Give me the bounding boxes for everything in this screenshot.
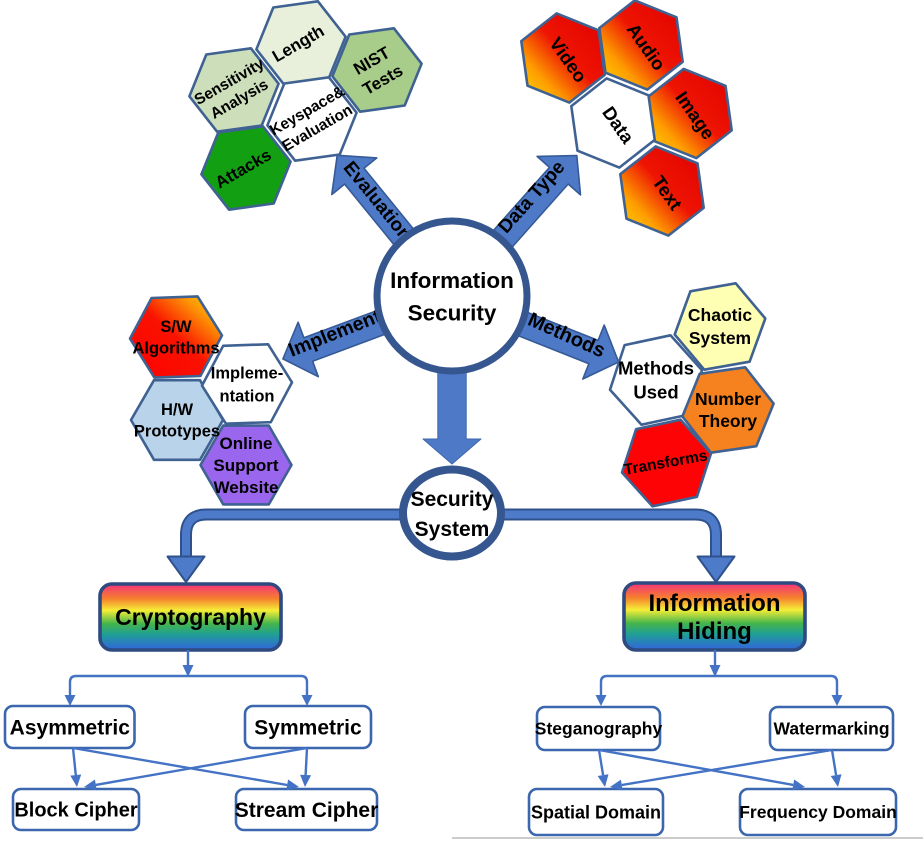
svg-text:H/W: H/W xyxy=(161,401,194,419)
svg-text:Information: Information xyxy=(649,590,781,617)
svg-text:Spatial Domain: Spatial Domain xyxy=(531,802,661,822)
svg-text:Number: Number xyxy=(695,389,761,409)
svg-text:Asymmetric: Asymmetric xyxy=(10,716,131,739)
svg-text:Online: Online xyxy=(220,434,273,453)
svg-text:Used: Used xyxy=(633,382,678,403)
svg-text:Methods: Methods xyxy=(618,358,694,379)
svg-text:Algorithms: Algorithms xyxy=(132,340,219,358)
svg-text:Security: Security xyxy=(411,488,494,511)
svg-text:System: System xyxy=(415,518,490,541)
svg-text:Frequency Domain: Frequency Domain xyxy=(739,802,897,822)
svg-text:Prototypes: Prototypes xyxy=(134,423,220,441)
svg-text:Impleme-: Impleme- xyxy=(211,364,283,382)
svg-text:Stream Cipher: Stream Cipher xyxy=(235,799,379,822)
svg-text:Theory: Theory xyxy=(699,411,758,431)
svg-text:Chaotic: Chaotic xyxy=(688,305,752,325)
svg-text:ntation: ntation xyxy=(220,387,275,405)
svg-text:Block Cipher: Block Cipher xyxy=(14,800,138,822)
svg-text:Symmetric: Symmetric xyxy=(254,716,362,739)
svg-text:Information: Information xyxy=(390,268,514,293)
svg-text:Security: Security xyxy=(408,301,497,326)
svg-text:System: System xyxy=(689,328,751,348)
svg-text:Support: Support xyxy=(213,456,278,475)
svg-text:Hiding: Hiding xyxy=(677,618,752,645)
svg-text:Steganography: Steganography xyxy=(535,719,663,739)
svg-text:Watermarking: Watermarking xyxy=(773,719,889,739)
svg-text:Cryptography: Cryptography xyxy=(115,604,266,630)
svg-text:Website: Website xyxy=(214,478,279,497)
svg-text:S/W: S/W xyxy=(160,318,192,336)
